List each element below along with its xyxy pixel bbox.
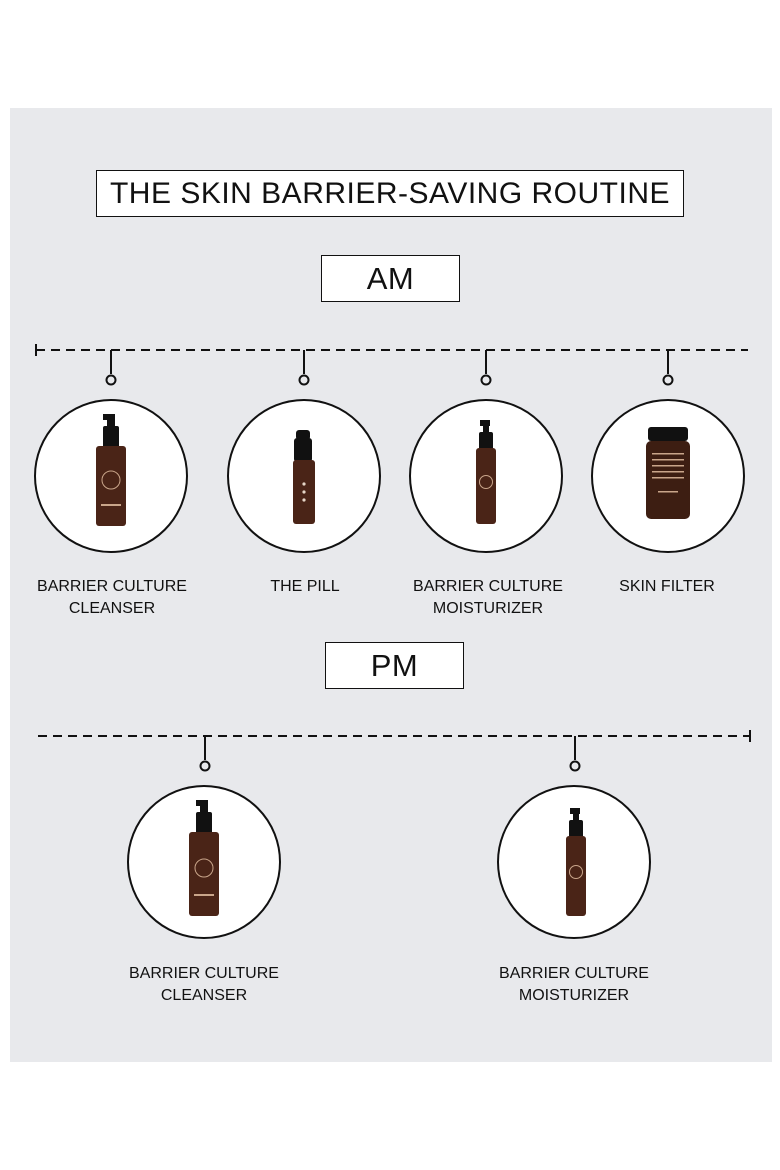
am-product-label-skin-filter: SKIN FILTER: [619, 578, 715, 595]
am-product-label-cleanser: BARRIER CULTURE CLEANSER: [37, 578, 187, 617]
cleanser-bottle-icon: [189, 800, 219, 916]
routine-title: THE SKIN BARRIER-SAVING ROUTINE: [96, 170, 684, 217]
am-label: AM: [321, 255, 460, 302]
pm-product-label-cleanser: BARRIER CULTURE CLEANSER: [129, 965, 279, 1004]
pill-serum-bottle-icon: [293, 430, 315, 524]
pm-product-label-moisturizer: BARRIER CULTURE MOISTURIZER: [499, 965, 649, 1004]
cleanser-bottle-icon: [96, 414, 126, 526]
am-product-label-moisturizer: BARRIER CULTURE MOISTURIZER: [413, 578, 563, 617]
moisturizer-bottle-icon: [566, 808, 586, 916]
am-product-label-pill: THE PILL: [270, 578, 340, 595]
pm-label: PM: [325, 642, 464, 689]
moisturizer-bottle-icon: [476, 420, 496, 524]
supplement-jar-icon: [646, 427, 690, 519]
